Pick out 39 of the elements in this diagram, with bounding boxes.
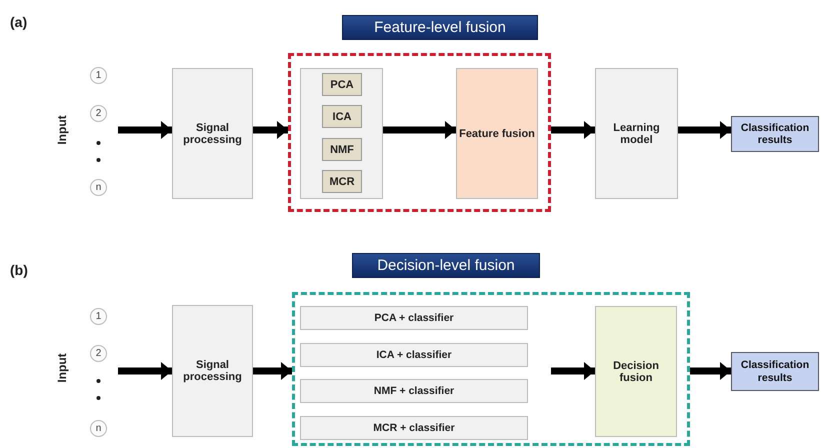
input-number: n: [90, 179, 107, 196]
fusion-dashed-frame: [288, 53, 551, 212]
arrow: [253, 121, 288, 139]
fusion-title-banner: Decision-level fusion: [352, 253, 540, 278]
arrow: [253, 362, 292, 380]
arrow: [678, 121, 731, 139]
panel-label: (b): [10, 262, 28, 278]
axis-label: Input: [55, 115, 69, 145]
input-number: 1: [90, 308, 107, 325]
classifier-box: PCA + classifier: [300, 306, 528, 330]
result-box: Classification results: [731, 116, 819, 152]
result-box: Classification results: [731, 352, 819, 391]
process-box: Signal processing: [172, 68, 253, 199]
arrow: [118, 362, 172, 380]
arrow: [551, 362, 595, 380]
fusion-box: Decision fusion: [595, 306, 677, 437]
process-box: Signal processing: [172, 305, 253, 437]
classifier-box: MCR + classifier: [300, 416, 528, 440]
input-number: 2: [90, 105, 107, 122]
arrow: [118, 121, 172, 139]
input-number: 2: [90, 345, 107, 362]
input-number: 1: [90, 67, 107, 84]
arrow: [551, 121, 595, 139]
process-box: Learning model: [595, 68, 678, 199]
method-box: ICA: [322, 105, 362, 128]
method-group-box: [300, 68, 383, 199]
classifier-box: ICA + classifier: [300, 343, 528, 367]
axis-label: Input: [55, 353, 69, 383]
arrow: [383, 121, 456, 139]
arrow: [690, 362, 731, 380]
input-number: n: [90, 420, 107, 437]
method-box: NMF: [322, 138, 362, 161]
panel-label: (a): [10, 14, 28, 30]
fusion-dashed-frame: [292, 292, 690, 446]
method-box: MCR: [322, 170, 362, 193]
classifier-box: NMF + classifier: [300, 379, 528, 403]
fusion-box: Feature fusion: [456, 68, 538, 199]
method-box: PCA: [322, 73, 362, 96]
fusion-title-banner: Feature-level fusion: [342, 15, 538, 40]
